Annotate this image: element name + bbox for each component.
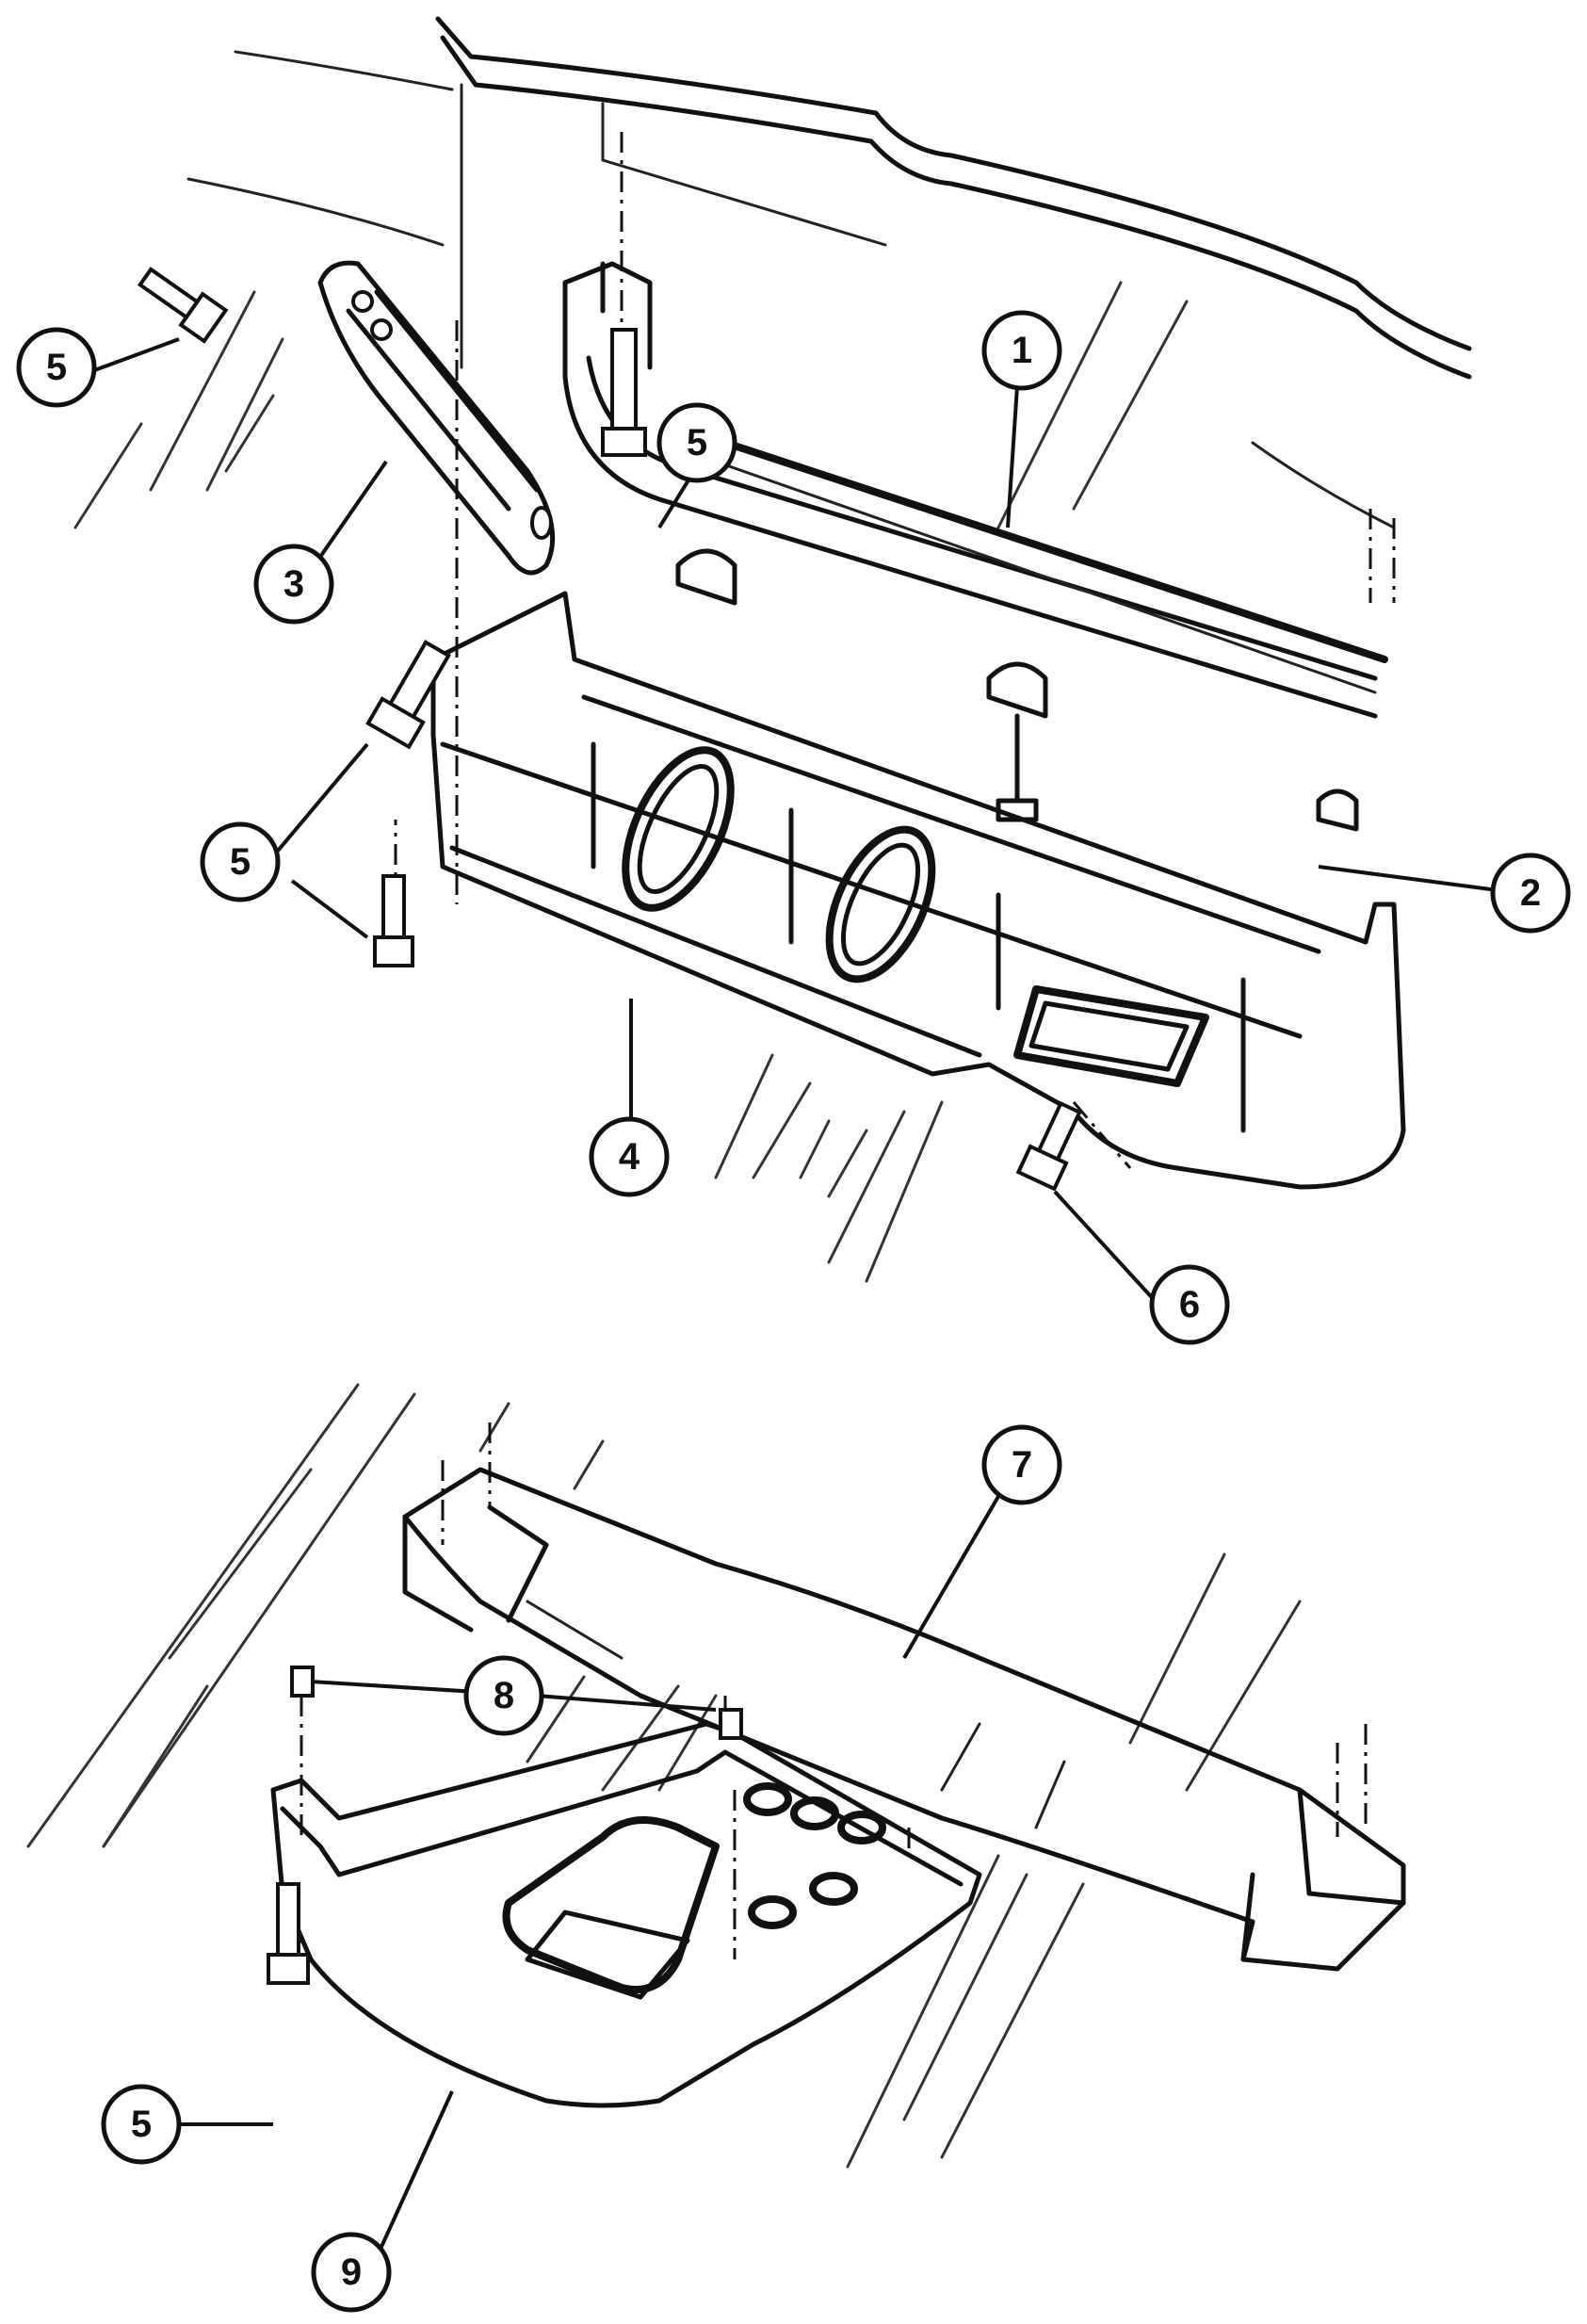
callout-8-label: 8	[494, 1675, 514, 1716]
lower-floor-hatching	[26, 1383, 1302, 2169]
part-3-arm-bracket	[317, 260, 556, 576]
upper-floor-hatching	[714, 1053, 944, 1283]
bolt-lower-left-head	[267, 1953, 310, 1985]
callout-1: 1	[981, 310, 1062, 391]
callout-7: 7	[981, 1424, 1062, 1505]
bolt-part-6	[1015, 1100, 1082, 1192]
callout-5d-label: 5	[131, 2104, 152, 2145]
callout-5a-label: 5	[46, 347, 67, 388]
callout-7-label: 7	[1012, 1444, 1032, 1486]
part-7-crossmember	[402, 1467, 1406, 1972]
stud-center	[719, 1708, 743, 1740]
part-9-lower-plate	[270, 1721, 982, 2108]
callout-4-label: 4	[619, 1136, 640, 1178]
bolt-upper-left	[137, 267, 229, 344]
lower-fasteners	[267, 1422, 1368, 1985]
callout-3-label: 3	[283, 563, 304, 605]
callout-9-label: 9	[341, 2251, 362, 2293]
callout-4: 4	[589, 1116, 670, 1197]
callout-8: 8	[463, 1655, 544, 1736]
callout-6-label: 6	[1179, 1284, 1200, 1325]
part-1-rail	[562, 261, 1388, 719]
callout-2-label: 2	[1520, 872, 1541, 914]
callout-6: 6	[1149, 1264, 1230, 1345]
callout-5a: 5	[16, 327, 97, 408]
callout-3: 3	[253, 544, 334, 625]
part-4-skid-plate	[430, 548, 1406, 1190]
callout-5c: 5	[200, 821, 281, 902]
bolt-vertical-center-head	[601, 427, 647, 457]
upper-fasteners	[137, 132, 1396, 1192]
callout-2: 2	[1490, 853, 1571, 934]
leader-lines	[89, 337, 1498, 2300]
bolt-left-lower-head	[373, 935, 414, 967]
callout-5d: 5	[101, 2084, 182, 2165]
stud-left	[290, 1666, 315, 1698]
callout-5c-label: 5	[230, 841, 251, 883]
bolt-vertical-center	[610, 328, 638, 435]
upper-vehicle-body	[73, 16, 1472, 529]
callout-5b-label: 5	[687, 422, 707, 463]
bolt-left-lower	[381, 874, 406, 944]
bolt-lower-left	[276, 1882, 300, 1961]
callout-9: 9	[311, 2232, 392, 2313]
bolt-left-middle	[365, 640, 451, 750]
callout-1-label: 1	[1012, 330, 1032, 371]
callout-5b: 5	[656, 402, 737, 483]
